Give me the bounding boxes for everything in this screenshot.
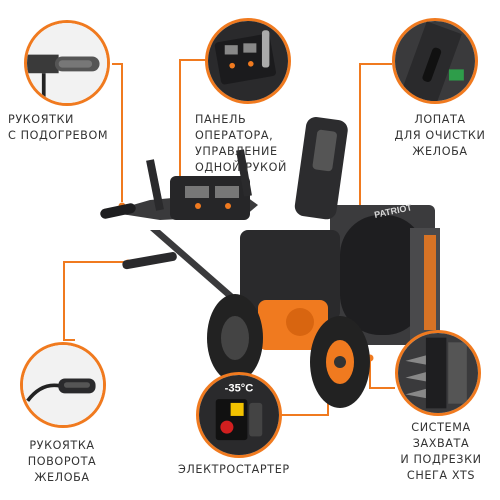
electric-starter-icon: -35°C (199, 375, 279, 455)
label-line: управление (195, 145, 278, 158)
chute-shovel-icon (395, 21, 475, 101)
heated-handle-callout (24, 20, 110, 106)
label-line: снега XTS (406, 469, 476, 482)
label-line: желоба (34, 471, 90, 484)
label-line: для очистки (394, 129, 486, 142)
chute-shovel-callout (392, 18, 478, 104)
label-line: Панель (195, 113, 247, 126)
starter-temp: -35°C (225, 383, 254, 395)
control-panel-callout (205, 18, 291, 104)
label-line: оператора, (195, 129, 274, 142)
control-panel-label: Панель оператора, управление одной рукой (195, 112, 287, 176)
electric-starter-callout: -35°C (196, 372, 282, 458)
label-line: Рукоятки (8, 113, 75, 126)
control-panel-icon (208, 21, 288, 101)
chute-rotation-label: Рукоятка поворота желоба (4, 438, 120, 486)
heated-handle-icon (27, 23, 107, 103)
label-line: поворота (27, 455, 97, 468)
chute-rotation-callout (20, 342, 106, 428)
chute-shovel-label: Лопата для очистки желоба (385, 112, 495, 160)
label-line: Лопата (414, 113, 466, 126)
label-line: желоба (412, 145, 468, 158)
label-line: Электростартер (178, 463, 290, 476)
label-line: с подогревом (8, 129, 109, 142)
auger-system-callout (395, 330, 481, 416)
label-line: Система (411, 421, 471, 434)
label-line: и подрезки (400, 453, 482, 466)
auger-system-icon (398, 333, 478, 413)
electric-starter-label: Электростартер (178, 462, 290, 478)
label-line: Рукоятка (29, 439, 95, 452)
chute-rotation-handle-icon (23, 345, 103, 425)
label-line: одной рукой (195, 161, 287, 174)
auger-system-label: Система захвата и подрезки снега XTS (384, 420, 498, 484)
heated-handles-label: Рукоятки с подогревом (8, 112, 108, 144)
label-line: захвата (412, 437, 470, 450)
